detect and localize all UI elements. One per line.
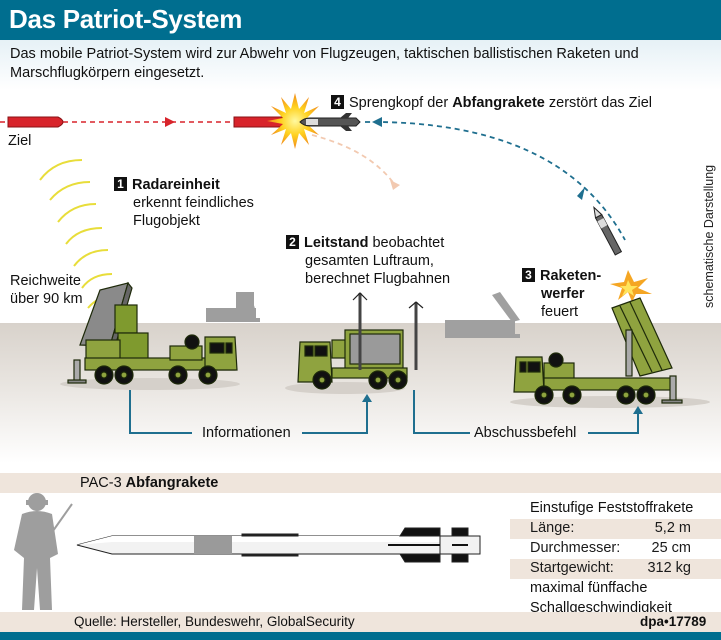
interceptor-path-arrow-icon [372, 117, 382, 127]
interceptor-path [364, 121, 626, 241]
step-2-label: 2 Leitstand beobachtet gesamten Luftraum,… [286, 234, 450, 288]
information-flow-line [129, 390, 368, 434]
spec-row-diameter: Durchmesser: 25 cm [510, 539, 721, 559]
step-3-number: 3 [522, 268, 535, 282]
step-1-line-2: Flugobjekt [133, 213, 200, 229]
step-4-title: Abfangrakete [452, 95, 545, 111]
range-line-1: Reichweite [10, 273, 81, 289]
spec-row-length: Länge: 5,2 m [510, 519, 721, 539]
information-arrow-icon [362, 394, 372, 402]
step-1-number: 1 [114, 177, 127, 191]
footer-line [0, 632, 721, 640]
pac3-missile-icon [76, 527, 481, 563]
step-2-line-1: gesamten Luftraum, [305, 253, 434, 269]
credit-text: dpa•17789 [640, 614, 707, 629]
launch-flame-icon [610, 270, 652, 302]
launcher-truck [510, 297, 710, 408]
step-3-label: 3 Raketen- werfer feuert [522, 267, 601, 321]
spec-value: 312 kg [647, 560, 691, 576]
spec-row-weight: Startgewicht: 312 kg [510, 559, 721, 579]
range-label: Reichweite über 90 km [10, 272, 83, 308]
interceptor-missile-icon [299, 113, 361, 131]
spec-value: 25 cm [651, 540, 692, 556]
intro-box: Das mobile Patriot-System wird zur Abweh… [0, 40, 721, 90]
missile-type: Einstufige Feststoffrakete [530, 500, 694, 516]
missile-heading: PAC-3 Abfangrakete [80, 474, 218, 492]
scene-illustration [0, 93, 710, 434]
step-4-number: 4 [331, 95, 344, 109]
step-3-title-2: werfer [541, 286, 585, 302]
radar-truck [60, 281, 240, 390]
control-station-truck [285, 292, 424, 394]
step-3-title-1: Raketen- [540, 268, 602, 284]
missile-diagram [14, 493, 481, 610]
step-2-number: 2 [286, 235, 299, 249]
footer-band [0, 612, 721, 632]
launch-order-label: Abschussbefehl [474, 425, 577, 441]
spec-label: Länge: [530, 520, 575, 536]
step-1-line-1: erkennt feindliches [133, 195, 254, 211]
spec-value: 5,2 m [654, 520, 691, 536]
debris-arrow-icon [390, 180, 400, 190]
spec-label: Durchmesser: [530, 540, 621, 556]
missile-heading-prefix: PAC-3 [80, 475, 126, 491]
step-1-title: Radareinheit [132, 177, 220, 193]
background-radar-silhouette [206, 292, 260, 322]
target-label: Ziel [8, 133, 32, 149]
target-arrow-icon [165, 117, 175, 127]
target-missile-icon [7, 116, 64, 128]
launch-order-arrow-icon [633, 406, 643, 414]
side-note-text: schematische Darstellung [702, 164, 716, 308]
speed-line-1: maximal fünffache [530, 580, 648, 596]
step-4-prefix: Sprengkopf der [349, 95, 453, 111]
interceptor-path-arrow-icon-2 [577, 187, 585, 200]
header-bar: Das Patriot-System [0, 0, 721, 40]
side-note: schematische Darstellung [700, 160, 718, 310]
source-text: Quelle: Hersteller, Bundeswehr, GlobalSe… [74, 614, 355, 629]
soldier-silhouette-icon [14, 493, 73, 610]
debris-path [311, 134, 396, 186]
launch-order-flow-line [413, 390, 639, 434]
missile-heading-band [0, 473, 721, 493]
launched-missile-icon [593, 206, 623, 256]
explosion-icon [267, 93, 323, 149]
intro-text: Das mobile Patriot-System wird zur Abweh… [10, 46, 639, 81]
step-1-label: 1 Radareinheit erkennt feindliches Flugob… [114, 176, 254, 230]
missile-heading-bold: Abfangrakete [125, 475, 219, 491]
step-2-line-2: berechnet Flugbahnen [305, 271, 451, 287]
information-label: Informationen [202, 425, 291, 441]
step-4-suffix: zerstört das Ziel [544, 95, 653, 111]
spec-label: Startgewicht: [530, 560, 614, 576]
page-title: Das Patriot-System [9, 4, 243, 34]
step-2-title: Leitstand [304, 235, 369, 251]
range-line-2: über 90 km [10, 291, 83, 307]
background-launcher-silhouette [445, 292, 520, 338]
step-4-label: 4 Sprengkopf der Abfangrakete zerstört da… [331, 94, 652, 112]
step-2-title-suffix: beobachtet [368, 235, 445, 251]
step-3-line-1: feuert [541, 304, 579, 320]
